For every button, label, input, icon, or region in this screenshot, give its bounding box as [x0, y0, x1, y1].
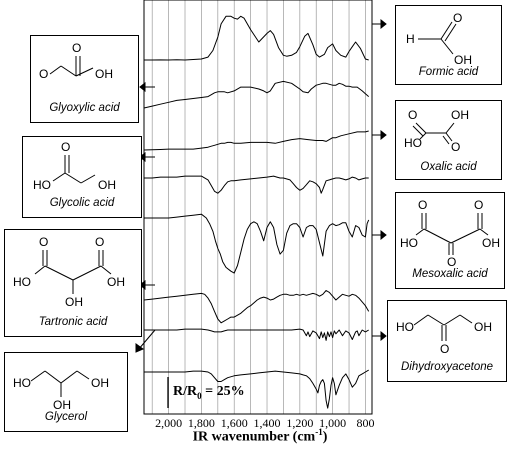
glycerol-label: Glycerol	[44, 411, 88, 423]
oxalic-acid-label: Oxalic acid	[420, 161, 477, 173]
spectrum-glycerol	[144, 369, 369, 409]
svg-text:OH: OH	[91, 376, 109, 390]
x-tick-label: 1,600	[220, 416, 248, 430]
svg-text:O: O	[95, 235, 104, 249]
spectrum-mesoxalic-acid	[144, 213, 370, 274]
svg-text:HO: HO	[13, 275, 31, 289]
svg-text:OH: OH	[107, 275, 125, 289]
dihydroxyacetone-structure-icon: HO OH O	[396, 314, 492, 356]
x-axis-label: IR wavenumber (cm-1)	[192, 427, 328, 445]
svg-text:OH: OH	[451, 108, 469, 122]
glyoxylic-acid-label: Glyoxylic acid	[49, 102, 120, 114]
glycolic-acid-structure-icon: O HO OH	[33, 140, 116, 192]
formic-acid-structure-icon: H O OH	[406, 11, 472, 66]
svg-text:OH: OH	[65, 295, 83, 309]
x-tick-label: 1,800	[187, 416, 215, 430]
svg-text:H: H	[406, 32, 415, 46]
svg-text:O: O	[447, 255, 456, 268]
svg-text:O: O	[474, 198, 483, 212]
glycerol-structure-icon: HO OH OH	[13, 370, 109, 412]
dihydroxyacetone-label: Dihydroxyacetone	[400, 361, 494, 373]
x-tick-label: 800	[356, 416, 375, 430]
svg-text:OH: OH	[98, 178, 116, 192]
spectrum-tartronic-acid	[143, 290, 370, 324]
svg-text:O: O	[408, 108, 417, 122]
spectrum-formic-acid	[144, 15, 369, 61]
glyoxylic-acid-box: O O OH Glyoxylic acid	[30, 35, 139, 123]
svg-text:O: O	[418, 198, 427, 212]
glyoxylic-acid-structure-icon: O O OH	[39, 41, 113, 81]
mesoxalic-acid-label: Mesoxalic acid	[412, 268, 488, 280]
connector-lines	[135, 18, 387, 353]
scale-bar-label: R/R0 = 25%	[173, 384, 245, 401]
formic-acid-label: Formic acid	[418, 66, 479, 78]
svg-text:HO: HO	[404, 136, 422, 150]
svg-text:O: O	[72, 41, 81, 55]
x-tick-label: 1,200	[286, 416, 314, 430]
plot-frame	[143, 0, 373, 415]
svg-text:O: O	[39, 235, 48, 249]
svg-text:O: O	[39, 67, 48, 81]
spectrum-oxalic-acid	[143, 130, 369, 151]
tartronic-acid-label: Tartronic acid	[38, 316, 108, 328]
mesoxalic-acid-box: O O HO OH O Mesoxalic acid	[395, 192, 505, 289]
svg-text:HO: HO	[400, 236, 418, 250]
svg-text:OH: OH	[53, 398, 71, 412]
svg-text:OH: OH	[474, 320, 492, 334]
spectrum-glycolic-acid	[144, 175, 369, 194]
spectrum-dihydroxyacetone	[144, 328, 369, 341]
glycolic-acid-label: Glycolic acid	[49, 197, 115, 209]
gridlines	[151, 0, 366, 414]
x-tick-label: 1,400	[253, 416, 281, 430]
oxalic-acid-box: O OH HO O Oxalic acid	[395, 100, 502, 180]
dihydroxyacetone-box: HO OH O Dihydroxyacetone	[387, 300, 507, 382]
svg-text:O: O	[61, 140, 70, 154]
x-tick-label: 2,000	[155, 416, 183, 430]
svg-text:HO: HO	[396, 320, 414, 334]
tartronic-acid-box: O O HO OH OH Tartronic acid	[4, 229, 142, 337]
spectrum-glyoxylic-acid	[143, 80, 370, 109]
svg-text:HO: HO	[13, 376, 31, 390]
svg-text:HO: HO	[33, 178, 51, 192]
svg-text:O: O	[440, 342, 449, 356]
svg-text:O: O	[453, 11, 462, 25]
glycolic-acid-box: O HO OH Glycolic acid	[22, 136, 142, 218]
glycerol-box: HO OH OH Glycerol	[4, 352, 128, 432]
tartronic-acid-structure-icon: O O HO OH OH	[13, 235, 125, 309]
svg-text:OH: OH	[95, 67, 113, 81]
svg-text:OH: OH	[482, 236, 500, 250]
spectra-curves	[143, 15, 370, 409]
oxalic-acid-structure-icon: O OH HO O	[404, 108, 469, 154]
mesoxalic-acid-structure-icon: O O HO OH O	[400, 198, 500, 268]
formic-acid-box: H O OH Formic acid	[395, 5, 502, 85]
svg-text:O: O	[451, 140, 460, 154]
svg-text:OH: OH	[454, 53, 472, 66]
x-tick-label: 1,000	[319, 416, 347, 430]
